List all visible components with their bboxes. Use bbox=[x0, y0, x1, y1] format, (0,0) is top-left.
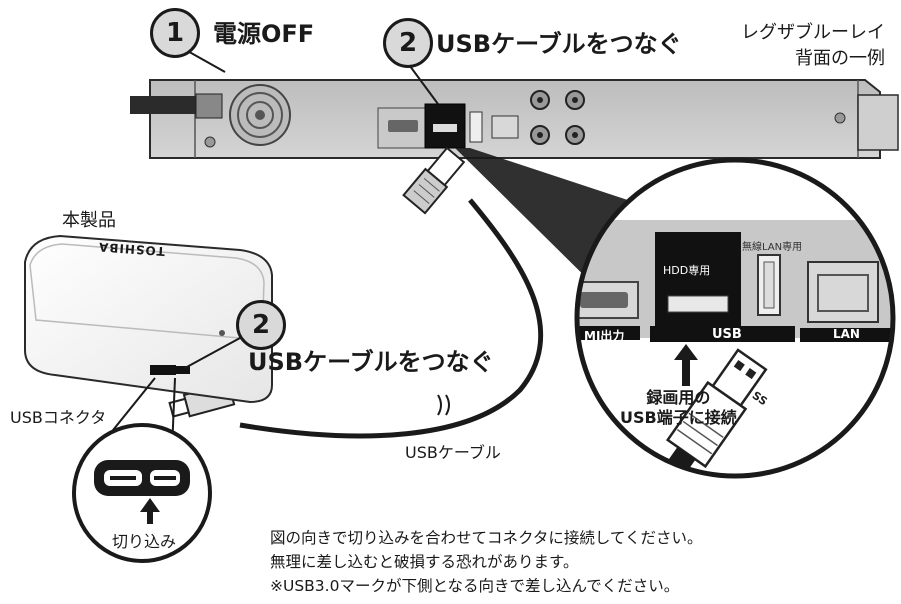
step2-pointer-line bbox=[406, 61, 439, 105]
step2-device-pointer-line bbox=[184, 337, 241, 369]
note-line-2: 無理に差し込むと破損する恐れがあります。 bbox=[270, 553, 579, 571]
connector-magnifier bbox=[72, 377, 212, 563]
port-zoom-circle bbox=[574, 157, 896, 479]
recorder-back-panel bbox=[130, 79, 899, 159]
record-port-label-line1: 録画用の bbox=[646, 388, 711, 407]
usb-cable bbox=[168, 146, 544, 439]
note-line-3: ※USB3.0マークが下側となる向きで差し込んでください。 bbox=[270, 577, 680, 595]
step2-device-number: 2 bbox=[251, 310, 271, 340]
device-caption-line1: レグザブルーレイ bbox=[741, 22, 885, 43]
notes-block: 図の向きで切り込みを合わせてコネクタに接続してください。 無理に差し込むと破損す… bbox=[270, 526, 702, 598]
usb-connector-label: USBコネクタ bbox=[10, 408, 107, 427]
device-caption-line2: 背面の一例 bbox=[795, 48, 885, 69]
step1-number: 1 bbox=[165, 18, 185, 48]
step2-top-number-badge: 2 bbox=[383, 18, 433, 68]
device-caption: レグザブルーレイ 背面の一例 bbox=[741, 18, 885, 70]
port-label-lan: LAN bbox=[833, 327, 860, 341]
step2-top-number: 2 bbox=[398, 28, 418, 58]
step1-title: 電源OFF bbox=[213, 20, 315, 48]
step2-top-title: USBケーブルをつなぐ bbox=[436, 30, 682, 58]
notch-label: 切り込み bbox=[112, 532, 177, 551]
step2-device-number-badge: 2 bbox=[236, 300, 286, 350]
product-label: 本製品 bbox=[62, 210, 116, 231]
step2-device-title: USBケーブルをつなぐ bbox=[248, 348, 494, 376]
port-label-wireless-lan-only: 無線LAN専用 bbox=[742, 242, 803, 253]
record-port-label-line2: USB端子に接続 bbox=[620, 408, 737, 427]
port-label-usb: USB bbox=[712, 327, 742, 342]
step1-number-badge: 1 bbox=[150, 8, 200, 58]
usb-cable-label: USBケーブル bbox=[405, 443, 501, 462]
portable-hdd bbox=[24, 234, 273, 404]
fan-icon bbox=[229, 84, 291, 146]
port-label-hdd-only: HDD専用 bbox=[663, 264, 711, 277]
port-label-hdmi: MI出力 bbox=[584, 329, 625, 343]
note-line-1: 図の向きで切り込みを合わせてコネクタに接続してください。 bbox=[270, 529, 703, 547]
record-port-label: 録画用の USB端子に接続 bbox=[620, 388, 737, 428]
